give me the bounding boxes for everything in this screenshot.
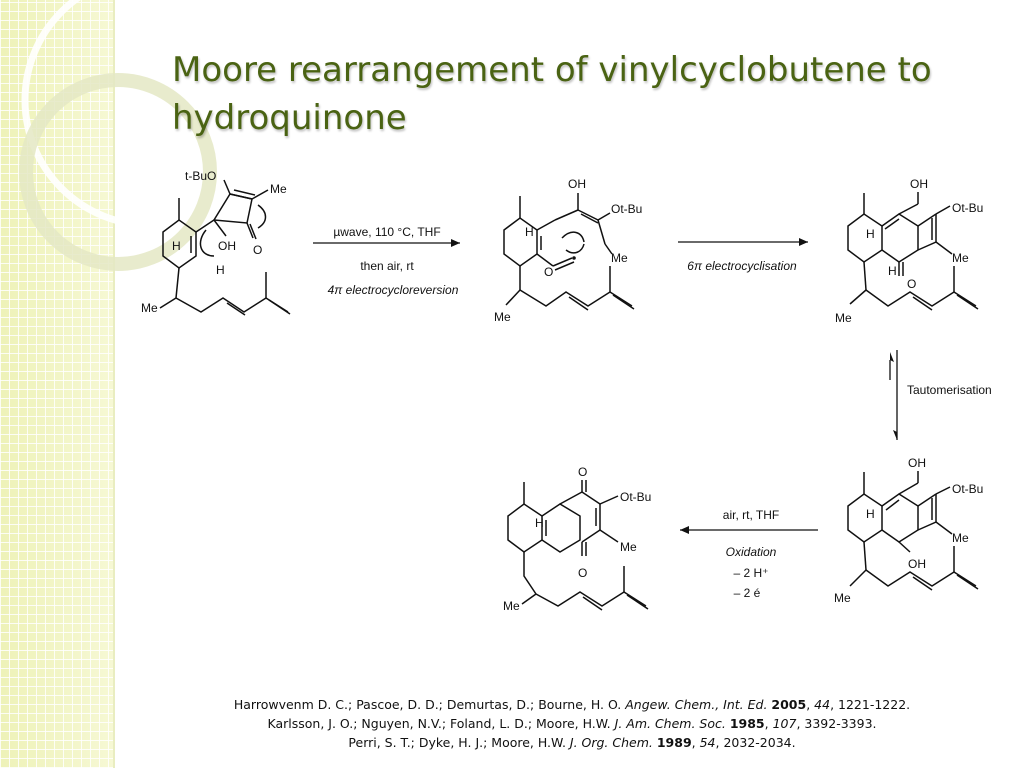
reference-authors: Perri, S. T.; Dyke, H. J.; Moore, H.W. — [348, 735, 570, 750]
step4-name: Oxidation — [726, 545, 777, 559]
label-OH: OH — [910, 177, 928, 191]
label-Ot-Bu: Ot-Bu — [952, 482, 983, 496]
reference-volume: 107 — [772, 716, 797, 731]
reference-year: 2005 — [771, 697, 807, 712]
label-OH: OH — [568, 177, 586, 191]
label-Me: Me — [952, 251, 969, 265]
reference-3: Perri, S. T.; Dyke, H. J.; Moore, H.W. J… — [348, 735, 796, 750]
step4-loss-electrons: – 2 é — [734, 586, 761, 600]
step1-conditions: µwave, 110 °C, THF — [333, 225, 440, 239]
label-Me: Me — [141, 301, 158, 315]
step2-name: 6π electrocyclisation — [687, 259, 797, 273]
label-Ot-Bu: Ot-Bu — [952, 201, 983, 215]
label-Me: Me — [834, 591, 851, 605]
reference-year: 1985 — [729, 716, 765, 731]
references: Harrowvenm D. C.; Pascoe, D. D.; Demurta… — [120, 695, 1024, 752]
label-Me: Me — [611, 251, 628, 265]
label-O: O — [544, 265, 553, 279]
label-O: O — [578, 566, 587, 580]
label-H: H — [535, 516, 544, 530]
slide-title: Moore rearrangement of vinylcyclobutene … — [172, 50, 932, 138]
reference-pages: , 2032-2034. — [715, 735, 796, 750]
step4-conditions: air, rt, THF — [723, 508, 779, 522]
reference-2: Karlsson, J. O.; Nguyen, N.V.; Foland, L… — [267, 716, 877, 731]
reaction-arrow-step-2: 6π electrocyclisation — [678, 238, 808, 273]
decorative-arc-small — [19, 73, 217, 271]
label-H: H — [866, 227, 875, 241]
compound-hydroquinone: OH Ot-Bu H Me OH Me — [834, 456, 983, 605]
label-OH: OH — [908, 456, 926, 470]
label-Me: Me — [503, 599, 520, 613]
reference-journal: J. Org. Chem. — [569, 735, 653, 750]
reference-authors: Harrowvenm D. C.; Pascoe, D. D.; Demurta… — [233, 697, 626, 712]
compound-ketene-intermediate: OH Ot-Bu H Me O Me — [494, 177, 642, 324]
decorative-arc-large — [21, 0, 260, 229]
reaction-arrow-step-1: µwave, 110 °C, THF then air, rt 4π elect… — [313, 225, 460, 297]
reference-pages: , 1221-1222. — [830, 697, 911, 712]
label-O: O — [253, 243, 262, 257]
label-Me: Me — [494, 310, 511, 324]
step1-name: 4π electrocycloreversion — [328, 283, 459, 297]
label-O: O — [907, 277, 916, 291]
label-Me: Me — [620, 540, 637, 554]
compound-quinone: O Ot-Bu H Me O Me — [503, 465, 651, 613]
label-H: H — [216, 263, 225, 277]
label-O: O — [578, 465, 587, 479]
label-H: H — [866, 507, 875, 521]
reference-authors: Karlsson, J. O.; Nguyen, N.V.; Foland, L… — [267, 716, 615, 731]
label-Ot-Bu: Ot-Bu — [611, 202, 642, 216]
reference-year: 1989 — [656, 735, 692, 750]
label-Me: Me — [952, 531, 969, 545]
reaction-scheme: t-BuO Me H OH O H Me µwave, 110 °C, THF … — [141, 169, 992, 613]
decorative-arcs — [19, 0, 260, 271]
reference-1: Harrowvenm D. C.; Pascoe, D. D.; Demurta… — [233, 697, 911, 712]
reference-journal: J. Am. Chem. Soc. — [614, 716, 726, 731]
reference-journal: Angew. Chem., Int. Ed. — [625, 697, 768, 712]
step3-name: Tautomerisation — [907, 383, 992, 397]
label-OH: OH — [218, 239, 236, 253]
label-OH: OH — [908, 557, 926, 571]
step4-loss-protons: – 2 H⁺ — [733, 566, 768, 580]
reference-pages: , 3392-3393. — [796, 716, 877, 731]
label-H: H — [888, 264, 897, 278]
reaction-arrow-step-4: air, rt, THF Oxidation – 2 H⁺ – 2 é — [680, 508, 818, 600]
label-Me: Me — [835, 311, 852, 325]
sidebar-grid-background — [0, 0, 113, 768]
label-H: H — [172, 239, 181, 253]
label-H: H — [525, 225, 534, 239]
step1-workup: then air, rt — [360, 259, 414, 273]
reference-volume: 54 — [699, 735, 716, 750]
sidebar-edge — [113, 0, 115, 768]
label-Ot-Bu: Ot-Bu — [620, 490, 651, 504]
reference-volume: 44 — [814, 697, 831, 712]
compound-cyclised-dienone: OH Ot-Bu H Me H O Me — [835, 177, 983, 325]
reaction-arrow-step-3: Tautomerisation — [889, 350, 992, 440]
label-tBuO: t-BuO — [185, 169, 216, 183]
label-Me: Me — [270, 182, 287, 196]
compound-vinylcyclobutene: t-BuO Me H OH O H Me — [141, 169, 291, 316]
